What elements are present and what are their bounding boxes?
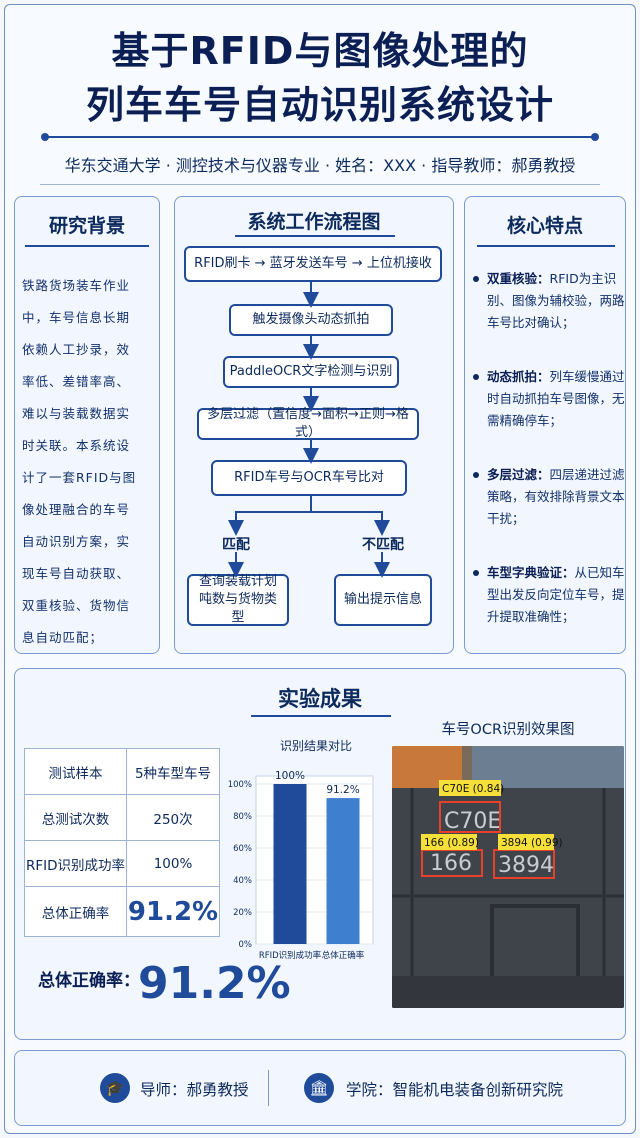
footer-advisor: 导师：郝勇教授 bbox=[140, 1081, 249, 1099]
accuracy-value: 91.2% bbox=[138, 958, 291, 1009]
features-title-rule bbox=[477, 245, 615, 247]
flow-arrows bbox=[228, 282, 390, 578]
chart-data-label: 100% bbox=[275, 770, 305, 782]
ocr-tag: 3894 (0.99) bbox=[501, 837, 563, 849]
background-text: 铁路货场装车作业中，车号信息长期依赖人工抄录，效率低、差错率高、难以与装载数据实… bbox=[22, 278, 137, 645]
flow-match-label: 匹配 bbox=[222, 537, 250, 553]
flow-step-filter: 多层过滤（置信度→面积→正则→格式） bbox=[197, 407, 419, 440]
graduation-cap-icon: 🎓 bbox=[100, 1073, 130, 1103]
flow-title: 系统工作流程图 bbox=[247, 211, 381, 233]
flow-step-capture: 触发摄像头动态抓拍 bbox=[229, 304, 393, 336]
chart-ytick-label: 100% bbox=[228, 780, 252, 790]
chart-ytick-label: 40% bbox=[233, 876, 252, 886]
feature-item: 多层过滤：四层递进过滤策略，有效排除背景文本干扰； bbox=[473, 464, 625, 530]
background-title: 研究背景 bbox=[48, 215, 125, 237]
feature-item: 动态抓拍：列车缓慢通过时自动抓拍车号图像，无需精确停车； bbox=[473, 366, 625, 432]
chart-ytick-label: 20% bbox=[233, 908, 252, 918]
chart-category-label: 总体正确率 bbox=[322, 950, 365, 961]
subtitle-divider bbox=[40, 184, 600, 185]
background-panel: 研究背景 bbox=[14, 196, 160, 654]
photo-text: C70E bbox=[444, 809, 501, 834]
footer-college: 学院：智能机电装备创新研究院 bbox=[346, 1081, 564, 1099]
flow-title-rule bbox=[235, 235, 395, 237]
flow-step-compare: RFID车号与OCR车号比对 bbox=[211, 460, 407, 496]
chart-data-label: 91.2% bbox=[326, 784, 359, 796]
chart-title: 识别结果对比 bbox=[280, 739, 352, 753]
features-title: 核心特点 bbox=[506, 215, 583, 237]
feature-item: 车型字典验证：从已知车型出发反向定位车号，提升提取准确性； bbox=[473, 562, 625, 628]
title-line-1: 基于RFID与图像处理的 bbox=[111, 29, 529, 73]
chart-ytick-label: 0% bbox=[239, 940, 253, 950]
subtitle: 华东交通大学 · 测控技术与仪器专业 · 姓名：XXX · 指导教师：郝勇教授 bbox=[64, 156, 576, 175]
feature-item: 双重核验：RFID为主识别、图像为辅校验，两路车号比对确认； bbox=[473, 268, 625, 334]
features-panel: 核心特点 bbox=[464, 196, 626, 654]
accuracy-label: 总体正确率： bbox=[38, 971, 140, 991]
flow-nomatch-label: 不匹配 bbox=[362, 537, 404, 553]
results-title: 实验成果 bbox=[278, 687, 362, 711]
chart-bar bbox=[273, 784, 307, 944]
ocr-result-photo: C70E 166 3894 C70E (0.84) 166 (0.89) 389… bbox=[392, 746, 624, 1008]
chart-ytick-label: 60% bbox=[233, 844, 252, 854]
chart-ytick-label: 80% bbox=[233, 812, 252, 822]
photo-text: 3894 bbox=[498, 853, 554, 878]
photo-title: 车号OCR识别效果图 bbox=[441, 722, 575, 738]
photo-text: 166 bbox=[430, 851, 472, 876]
title-divider bbox=[41, 133, 599, 141]
background-title-rule bbox=[25, 245, 149, 247]
results-bar-chart: 识别结果对比 0% 20% 40% 60% 80% 100% 100% RFID识别成功率 91.… bbox=[228, 739, 374, 961]
flow-step-rfid: RFID刷卡 → 蓝牙发送车号 → 上位机接收 bbox=[184, 246, 442, 282]
footer-divider bbox=[268, 1070, 269, 1106]
ocr-tag: C70E (0.84) bbox=[442, 783, 504, 795]
building-icon: 🏛 bbox=[304, 1073, 334, 1103]
chart-bar bbox=[326, 798, 360, 944]
results-title-rule bbox=[251, 715, 391, 717]
ocr-tag: 166 (0.89) bbox=[424, 837, 479, 849]
chart-category-label: RFID识别成功率 bbox=[259, 950, 322, 961]
title-line-2: 列车车号自动识别系统设计 bbox=[85, 83, 554, 127]
